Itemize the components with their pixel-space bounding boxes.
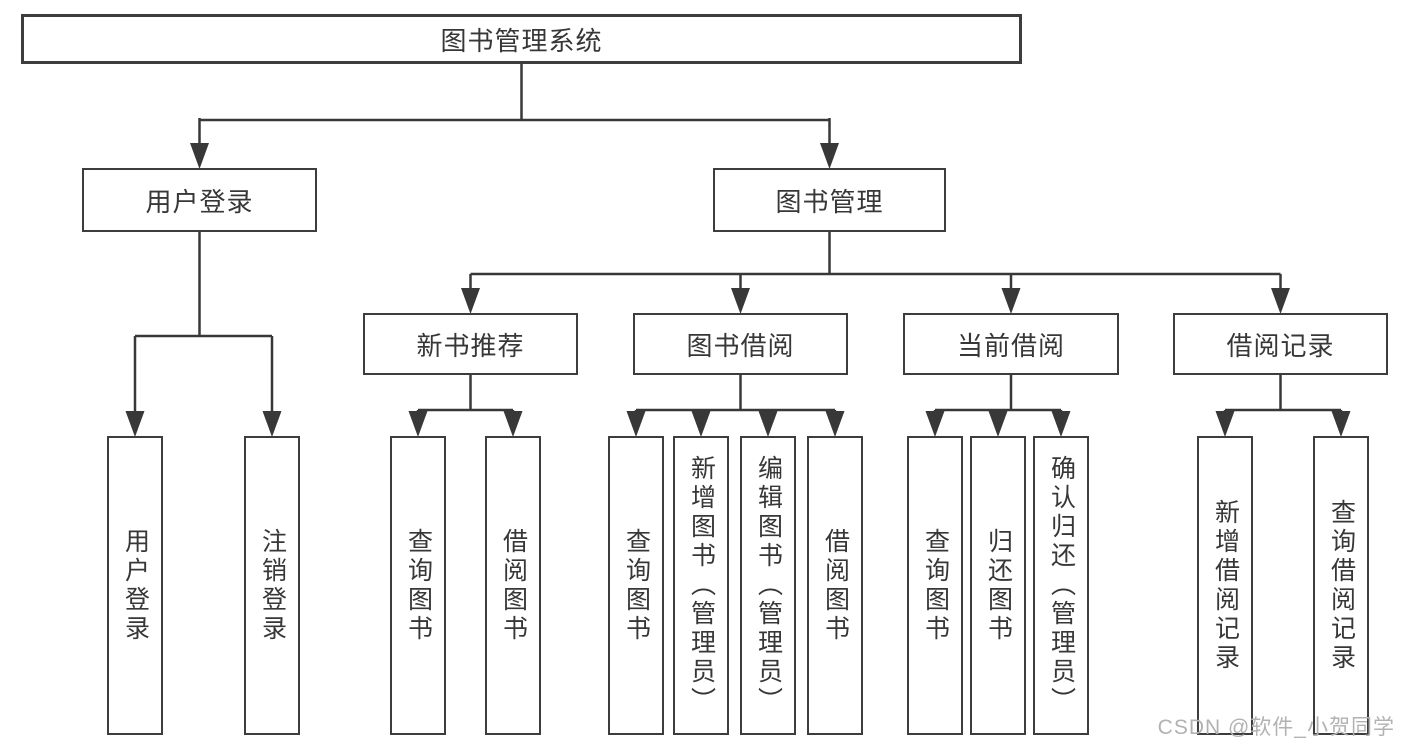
leaf-label: 确认归还（管理员） bbox=[1047, 455, 1076, 716]
node-book-borrow: 图书借阅 bbox=[633, 313, 848, 375]
node-label: 图书借阅 bbox=[686, 330, 795, 361]
leaf-borrow-books-recommend: 借阅图书 bbox=[485, 436, 541, 735]
arrow-down-icon bbox=[820, 143, 839, 169]
arrow-down-icon bbox=[262, 411, 282, 437]
leaf-label: 归还图书 bbox=[984, 527, 1013, 644]
arrow-down-icon bbox=[925, 411, 945, 437]
arrow-down-icon bbox=[1215, 411, 1235, 437]
node-book-management: 图书管理 bbox=[713, 168, 946, 232]
leaf-add-books-admin: 新增图书（管理员） bbox=[673, 436, 729, 735]
leaf-query-books-recommend: 查询图书 bbox=[390, 436, 446, 735]
arrow-down-icon bbox=[691, 411, 711, 437]
leaf-edit-books-admin: 编辑图书（管理员） bbox=[740, 436, 796, 735]
node-label: 当前借阅 bbox=[956, 330, 1065, 361]
node-label: 用户登录 bbox=[145, 186, 254, 217]
arrow-down-icon bbox=[125, 411, 145, 437]
leaf-label: 新增借阅记录 bbox=[1211, 498, 1240, 673]
node-borrow-records: 借阅记录 bbox=[1173, 313, 1388, 375]
leaf-label: 查询图书 bbox=[404, 527, 433, 644]
leaf-label: 查询图书 bbox=[622, 527, 651, 644]
leaf-label: 借阅图书 bbox=[499, 527, 528, 644]
node-current-borrow: 当前借阅 bbox=[903, 313, 1119, 375]
leaf-user-login: 用户登录 bbox=[107, 436, 163, 735]
arrow-down-icon bbox=[988, 411, 1008, 437]
branch-book-management bbox=[461, 231, 1290, 314]
leaf-label: 注销登录 bbox=[258, 527, 287, 644]
node-new-book-recommend: 新书推荐 bbox=[363, 313, 578, 375]
leaf-label: 查询图书 bbox=[921, 527, 950, 644]
arrow-down-icon bbox=[408, 411, 428, 437]
leaf-query-books-borrow: 查询图书 bbox=[608, 436, 664, 735]
arrow-down-icon bbox=[731, 288, 750, 314]
arrow-down-icon bbox=[825, 411, 845, 437]
arrow-down-icon bbox=[626, 411, 646, 437]
arrow-down-icon bbox=[190, 143, 209, 169]
leaf-label: 借阅图书 bbox=[821, 527, 850, 644]
leaf-label: 新增图书（管理员） bbox=[687, 455, 716, 716]
arrow-down-icon bbox=[1271, 288, 1290, 314]
node-label: 图书管理系统 bbox=[440, 25, 603, 56]
node-user-login: 用户登录 bbox=[82, 168, 317, 232]
arrow-down-icon bbox=[461, 288, 480, 314]
arrow-down-icon bbox=[1331, 411, 1351, 437]
leaf-return-books: 归还图书 bbox=[970, 436, 1026, 735]
leaf-logout: 注销登录 bbox=[244, 436, 300, 735]
leaf-query-borrow-record: 查询借阅记录 bbox=[1313, 436, 1369, 735]
arrow-down-icon bbox=[1001, 288, 1021, 314]
branch-user-login bbox=[125, 231, 282, 437]
branch-new-book-recommend bbox=[408, 374, 523, 437]
branch-borrow-records bbox=[1215, 374, 1351, 437]
branch-root-to-level2 bbox=[190, 62, 839, 169]
leaf-borrow-books: 借阅图书 bbox=[807, 436, 863, 735]
arrow-down-icon bbox=[758, 411, 778, 437]
node-label: 图书管理 bbox=[775, 186, 884, 217]
leaf-add-borrow-record: 新增借阅记录 bbox=[1197, 436, 1253, 735]
node-root-system: 图书管理系统 bbox=[21, 14, 1022, 64]
node-label: 新书推荐 bbox=[416, 330, 525, 361]
leaf-label: 查询借阅记录 bbox=[1327, 498, 1356, 673]
leaf-confirm-return-admin: 确认归还（管理员） bbox=[1033, 436, 1089, 735]
leaf-label: 用户登录 bbox=[121, 527, 150, 644]
arrow-down-icon bbox=[1051, 411, 1071, 437]
node-label: 借阅记录 bbox=[1226, 330, 1335, 361]
leaf-label: 编辑图书（管理员） bbox=[754, 455, 783, 716]
branch-current-borrow bbox=[925, 374, 1071, 437]
arrow-down-icon bbox=[503, 411, 523, 437]
branch-book-borrow bbox=[626, 374, 845, 437]
leaf-query-books-current: 查询图书 bbox=[907, 436, 963, 735]
